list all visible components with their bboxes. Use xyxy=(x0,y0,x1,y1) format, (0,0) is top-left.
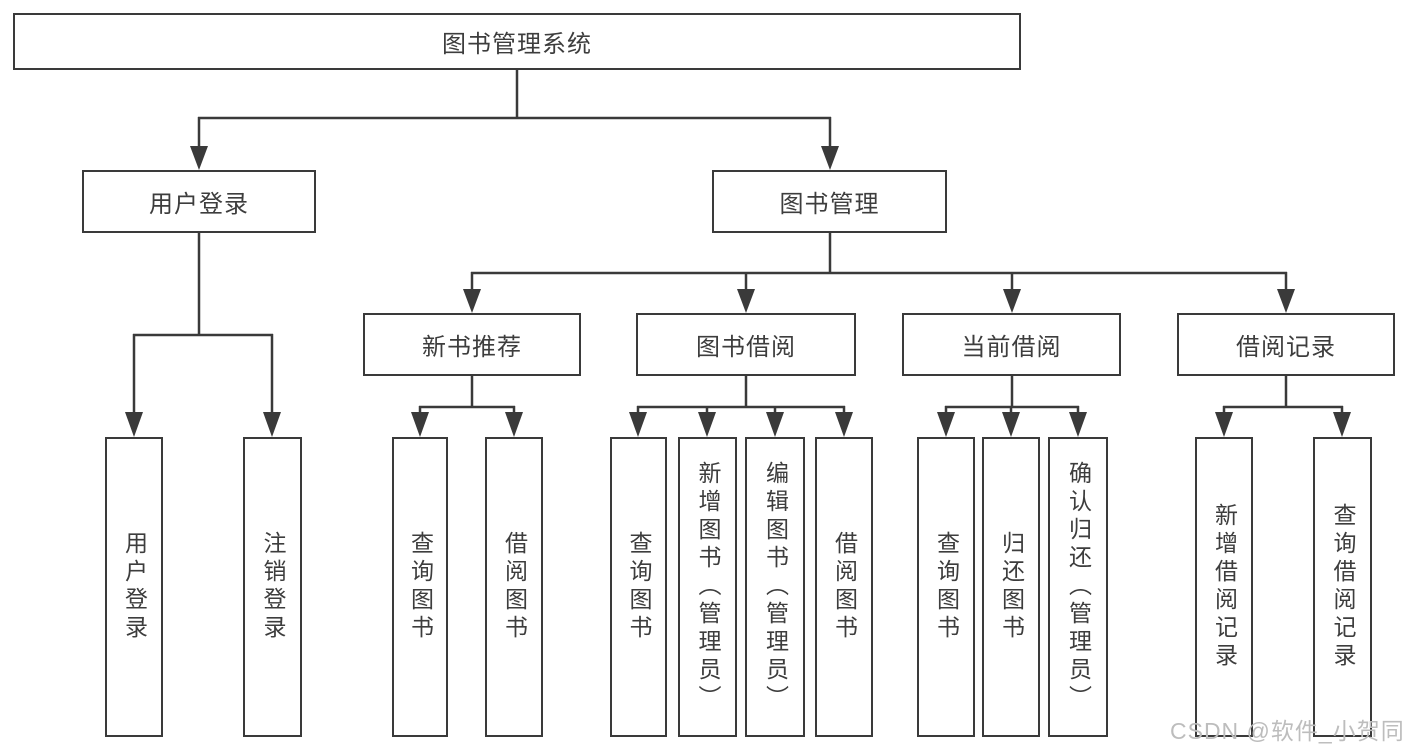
node-leaf-query-books-recommend: 查询图书 xyxy=(392,437,448,737)
connector-newbook-to-leaves xyxy=(411,375,523,437)
connector-bookborrow-to-leaves xyxy=(629,375,853,437)
node-book-borrow: 图书借阅 xyxy=(636,313,856,376)
node-leaf-query-books-borrow: 查询图书 xyxy=(610,437,667,737)
connector-root-to-level2 xyxy=(190,70,839,170)
node-leaf-return-book: 归还图书 xyxy=(982,437,1040,737)
node-current-borrow: 当前借阅 xyxy=(902,313,1121,376)
node-leaf-borrow-books-recommend: 借阅图书 xyxy=(485,437,543,737)
node-leaf-logout: 注销登录 xyxy=(243,437,302,737)
node-leaf-borrow-books: 借阅图书 xyxy=(815,437,873,737)
node-leaf-query-borrow-record: 查询借阅记录 xyxy=(1313,437,1372,737)
node-leaf-edit-book-admin: 编辑图书（管理员） xyxy=(745,437,805,737)
node-leaf-add-borrow-record: 新增借阅记录 xyxy=(1195,437,1253,737)
connector-bookmgmt-to-level3 xyxy=(463,232,1295,313)
node-book-management: 图书管理 xyxy=(712,170,947,233)
connector-borrowrecords-to-leaves xyxy=(1215,375,1351,437)
node-new-book-recommend: 新书推荐 xyxy=(363,313,581,376)
node-leaf-user-login: 用户登录 xyxy=(105,437,163,737)
watermark-text: CSDN @软件_小贺同学 xyxy=(1170,718,1405,744)
node-leaf-confirm-return-admin: 确认归还（管理员） xyxy=(1048,437,1108,737)
connector-userlogin-to-leaves xyxy=(125,232,281,437)
node-root-system: 图书管理系统 xyxy=(13,13,1021,70)
connector-currentborrow-to-leaves xyxy=(937,375,1087,437)
node-user-login: 用户登录 xyxy=(82,170,316,233)
node-leaf-add-book-admin: 新增图书（管理员） xyxy=(678,437,737,737)
node-leaf-query-books-current: 查询图书 xyxy=(917,437,975,737)
node-borrow-records: 借阅记录 xyxy=(1177,313,1395,376)
